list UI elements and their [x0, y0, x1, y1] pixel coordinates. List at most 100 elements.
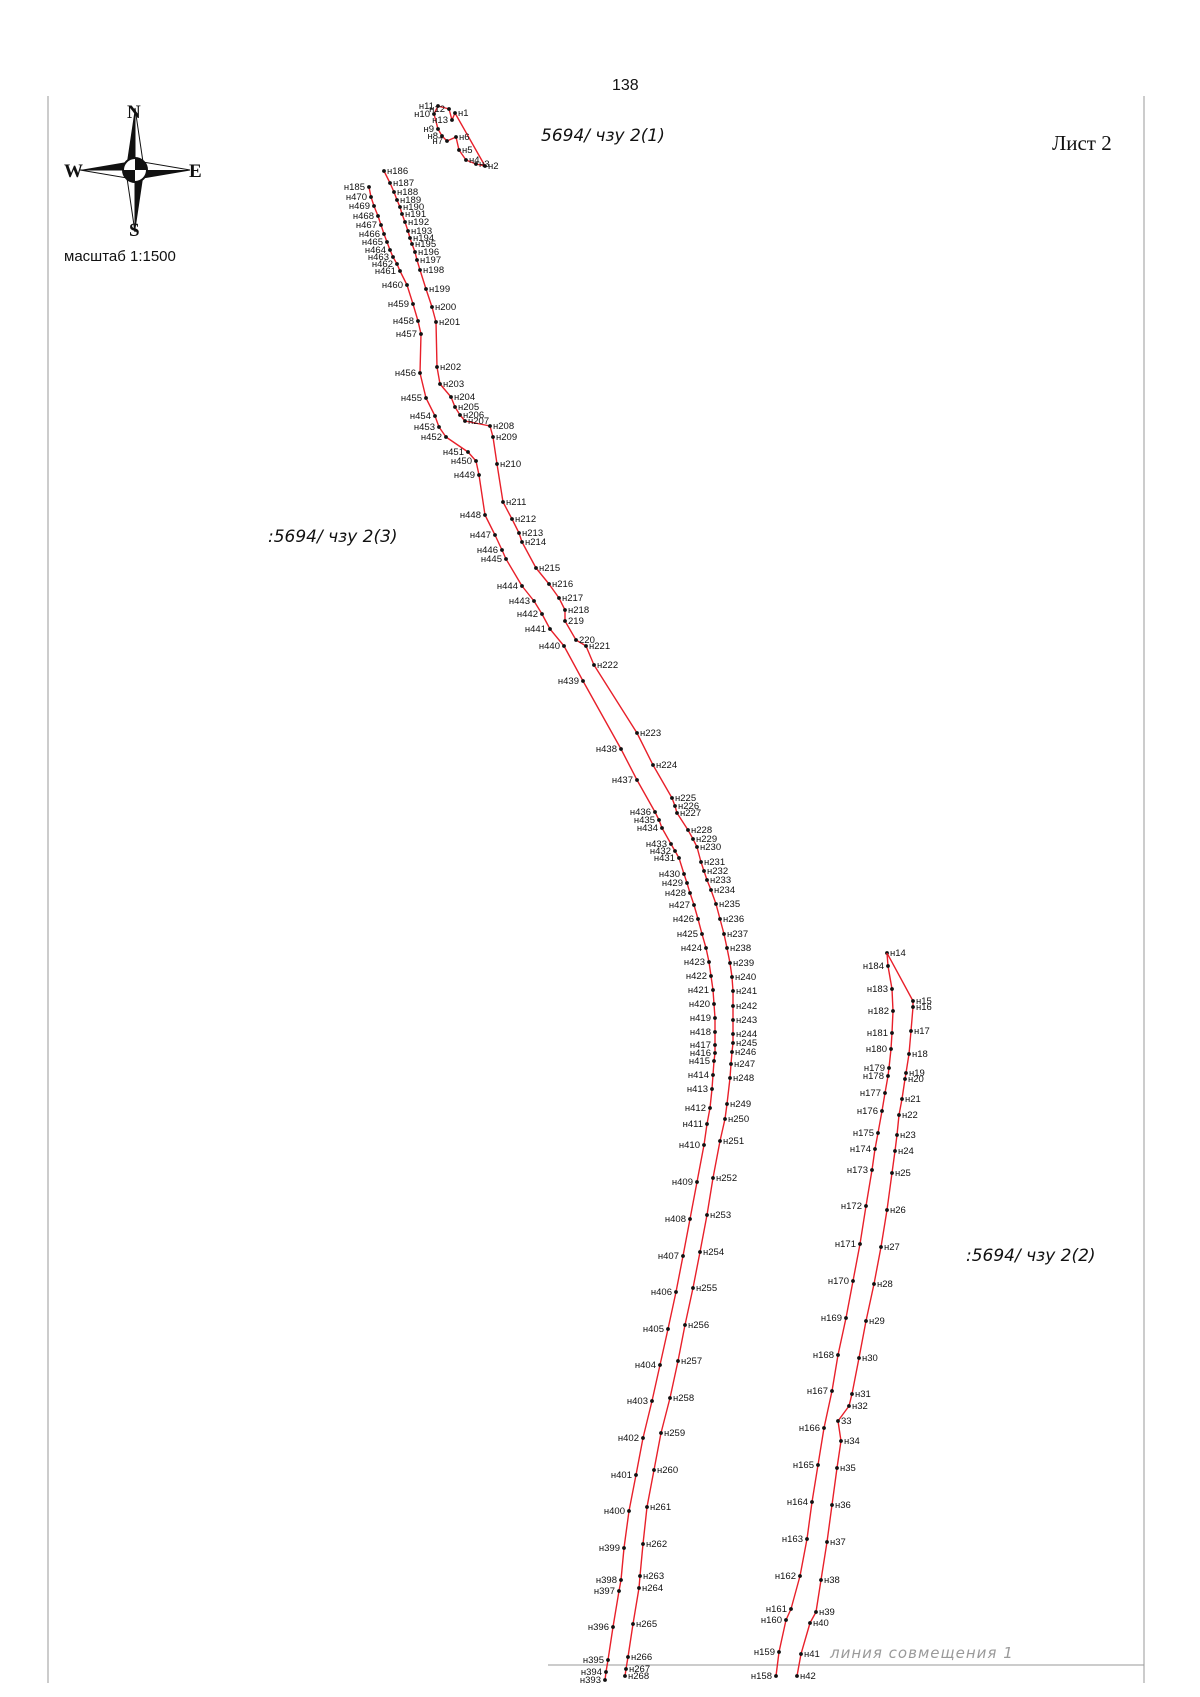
point-label: н22: [902, 1110, 918, 1121]
point-label: н235: [719, 899, 740, 910]
boundary-point: [713, 1016, 717, 1020]
point-label: н462: [372, 259, 393, 270]
boundary-point: [400, 212, 404, 216]
boundary-point: [900, 1097, 904, 1101]
boundary-point: [669, 842, 673, 846]
boundary-point: [808, 1621, 812, 1625]
point-label: н396: [588, 1622, 609, 1633]
boundary-point: [382, 169, 386, 173]
point-label: н29: [869, 1316, 885, 1327]
point-label: н423: [684, 957, 705, 968]
point-label: н237: [727, 929, 748, 940]
boundary-point: [880, 1109, 884, 1113]
boundary-point: [670, 796, 674, 800]
boundary-point: [850, 1392, 854, 1396]
point-label: н1: [458, 108, 469, 119]
point-label: н425: [677, 929, 698, 940]
boundary-point: [728, 961, 732, 965]
boundary-point: [603, 1678, 607, 1682]
combination-line-label: линия совмещения 1: [829, 1644, 1014, 1662]
boundary-point: [385, 240, 389, 244]
boundary-point: [889, 1047, 893, 1051]
point-label: н206: [463, 410, 484, 421]
point-label: н170: [828, 1276, 849, 1287]
point-label: н30: [862, 1353, 878, 1364]
parcel-boundaries: н1н2н3н4н5н6н7н8н9н10н11н12н13н186н187н1…: [344, 101, 932, 1686]
boundary-point: [681, 1254, 685, 1258]
boundary-point: [622, 1546, 626, 1550]
boundary-point: [713, 1051, 717, 1055]
point-label: н395: [583, 1655, 604, 1666]
point-label: н256: [688, 1320, 709, 1331]
point-label: н159: [754, 1647, 775, 1658]
point-label: н447: [470, 530, 491, 541]
point-label: н165: [793, 1460, 814, 1471]
point-label: н173: [847, 1165, 868, 1176]
point-label: н228: [691, 825, 712, 836]
point-label: н184: [863, 961, 884, 972]
point-label: н205: [458, 402, 479, 413]
boundary-point: [814, 1610, 818, 1614]
boundary-point: [619, 747, 623, 751]
boundary-point: [406, 229, 410, 233]
boundary-point: [395, 262, 399, 266]
boundary-point: [695, 1180, 699, 1184]
boundary-point: [712, 1059, 716, 1063]
boundary-point: [731, 1032, 735, 1036]
point-label: н215: [539, 563, 560, 574]
boundary-point: [711, 988, 715, 992]
boundary-point: [774, 1674, 778, 1678]
boundary-point: [819, 1578, 823, 1582]
boundary-point: [436, 104, 440, 108]
point-label: н217: [562, 593, 583, 604]
point-label: н167: [807, 1386, 828, 1397]
point-label: н198: [423, 265, 444, 276]
point-label: н455: [401, 393, 422, 404]
boundary-point: [651, 763, 655, 767]
point-label: н439: [558, 676, 579, 687]
point-label: н26: [890, 1205, 906, 1216]
point-label: н433: [646, 839, 667, 850]
boundary-point: [445, 139, 449, 143]
boundary-point: [532, 599, 536, 603]
point-label: н37: [830, 1537, 846, 1548]
boundary-point: [903, 1077, 907, 1081]
point-label: н463: [368, 252, 389, 263]
point-label: н415: [689, 1056, 710, 1067]
boundary-point: [686, 828, 690, 832]
boundary-point: [725, 1102, 729, 1106]
boundary-point: [857, 1356, 861, 1360]
boundary-point: [731, 989, 735, 993]
boundary-point: [372, 204, 376, 208]
boundary-point: [392, 190, 396, 194]
boundary-point: [454, 135, 458, 139]
point-label: н247: [734, 1059, 755, 1070]
point-label: н211: [506, 497, 526, 508]
point-label: н202: [440, 362, 461, 373]
point-label: н244: [736, 1029, 757, 1040]
boundary-point: [606, 1658, 610, 1662]
boundary-point: [474, 162, 478, 166]
boundary-point: [617, 1589, 621, 1593]
point-label: н249: [730, 1099, 751, 1110]
boundary-point: [864, 1204, 868, 1208]
boundary-point: [784, 1618, 788, 1622]
point-label: н18: [912, 1049, 928, 1060]
point-label: н4: [469, 155, 480, 166]
boundary-point: [474, 459, 478, 463]
point-label: н212: [515, 514, 536, 525]
boundary-point: [562, 644, 566, 648]
point-label: н254: [703, 1247, 724, 1258]
boundary-point: [418, 371, 422, 375]
point-label: н456: [395, 368, 416, 379]
point-label: н467: [356, 220, 377, 231]
point-label: н195: [415, 239, 436, 250]
boundary-point: [858, 1242, 862, 1246]
point-label: н262: [646, 1539, 667, 1550]
boundary-point: [627, 1509, 631, 1513]
point-label: н39: [819, 1607, 835, 1618]
boundary-point: [500, 548, 504, 552]
boundary-point: [688, 1217, 692, 1221]
boundary-point: [440, 134, 444, 138]
boundary-point: [611, 1625, 615, 1629]
